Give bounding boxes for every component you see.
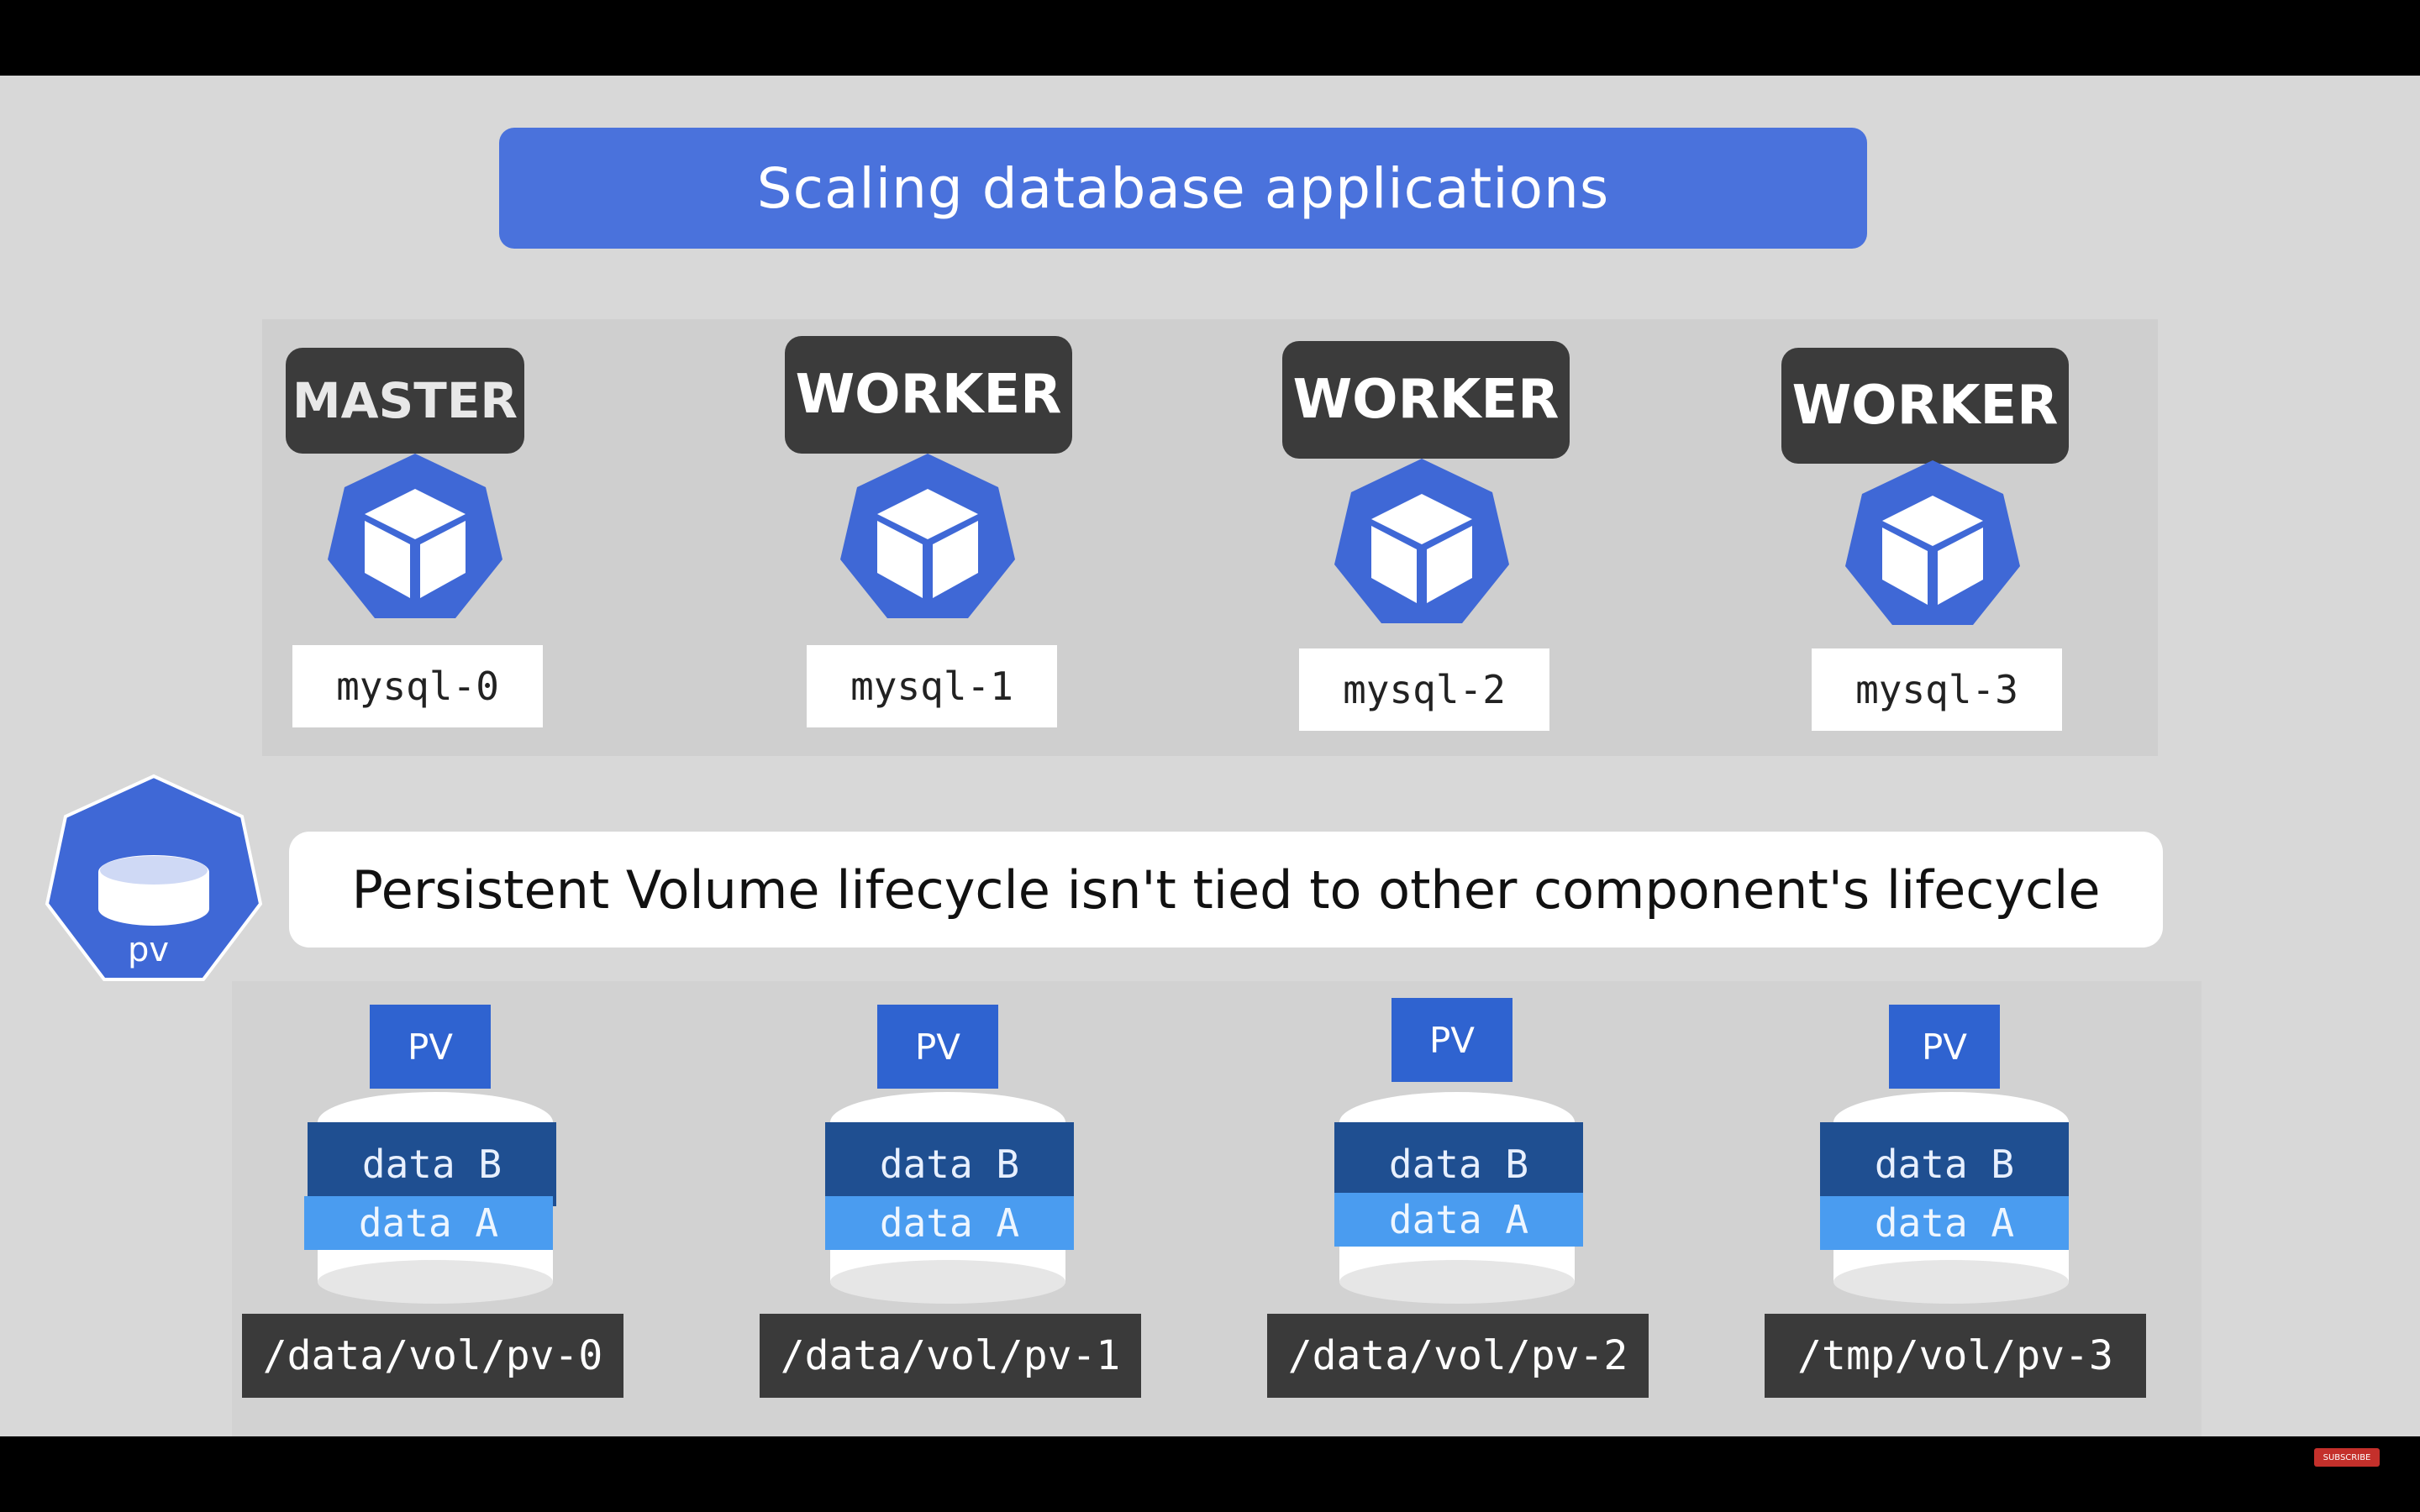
node-role-badge: WORKER bbox=[1781, 348, 2069, 464]
statement-box: Persistent Volume lifecycle isn't tied t… bbox=[289, 832, 2163, 948]
subscribe-button[interactable]: SUBSCRIBE bbox=[2314, 1448, 2380, 1467]
pod-name-label: mysql-0 bbox=[292, 645, 543, 727]
data-b-layer: data B bbox=[308, 1122, 556, 1206]
volume-path-label: /tmp/vol/pv-3 bbox=[1765, 1314, 2146, 1398]
title-banner: Scaling database applications bbox=[499, 128, 1867, 249]
data-b-layer: data B bbox=[1820, 1122, 2069, 1206]
node-role-badge: WORKER bbox=[1282, 341, 1570, 459]
data-b-layer: data B bbox=[825, 1122, 1074, 1206]
data-a-layer: data A bbox=[304, 1196, 553, 1250]
data-b-layer: data B bbox=[1334, 1122, 1583, 1206]
pv-tag: PV bbox=[1392, 998, 1512, 1082]
pod-name-label: mysql-1 bbox=[807, 645, 1057, 727]
volume-path-label: /data/vol/pv-1 bbox=[760, 1314, 1141, 1398]
data-a-layer: data A bbox=[825, 1196, 1074, 1250]
statement-text: Persistent Volume lifecycle isn't tied t… bbox=[351, 858, 2101, 921]
volume-path-label: /data/vol/pv-0 bbox=[242, 1314, 623, 1398]
page-title: Scaling database applications bbox=[756, 155, 1610, 221]
data-a-layer: data A bbox=[1820, 1196, 2069, 1250]
pod-name-label: mysql-3 bbox=[1812, 648, 2062, 731]
pv-tag: PV bbox=[877, 1005, 998, 1089]
pv-icon-label: pv bbox=[128, 931, 170, 969]
pod-name-label: mysql-2 bbox=[1299, 648, 1549, 731]
pod-cube-icon bbox=[840, 454, 1015, 618]
volume-path-label: /data/vol/pv-2 bbox=[1267, 1314, 1649, 1398]
persistent-volume-icon bbox=[45, 774, 263, 981]
pod-cube-icon bbox=[328, 454, 502, 618]
pod-cube-icon bbox=[1845, 460, 2020, 625]
letterbox-bottom bbox=[0, 1436, 2420, 1512]
data-a-layer: data A bbox=[1334, 1193, 1583, 1247]
node-role-badge: MASTER bbox=[286, 348, 524, 454]
pv-tag: PV bbox=[1889, 1005, 2000, 1089]
node-role-badge: WORKER bbox=[785, 336, 1072, 454]
pv-tag: PV bbox=[370, 1005, 491, 1089]
letterbox-top bbox=[0, 0, 2420, 76]
pod-cube-icon bbox=[1334, 459, 1509, 623]
